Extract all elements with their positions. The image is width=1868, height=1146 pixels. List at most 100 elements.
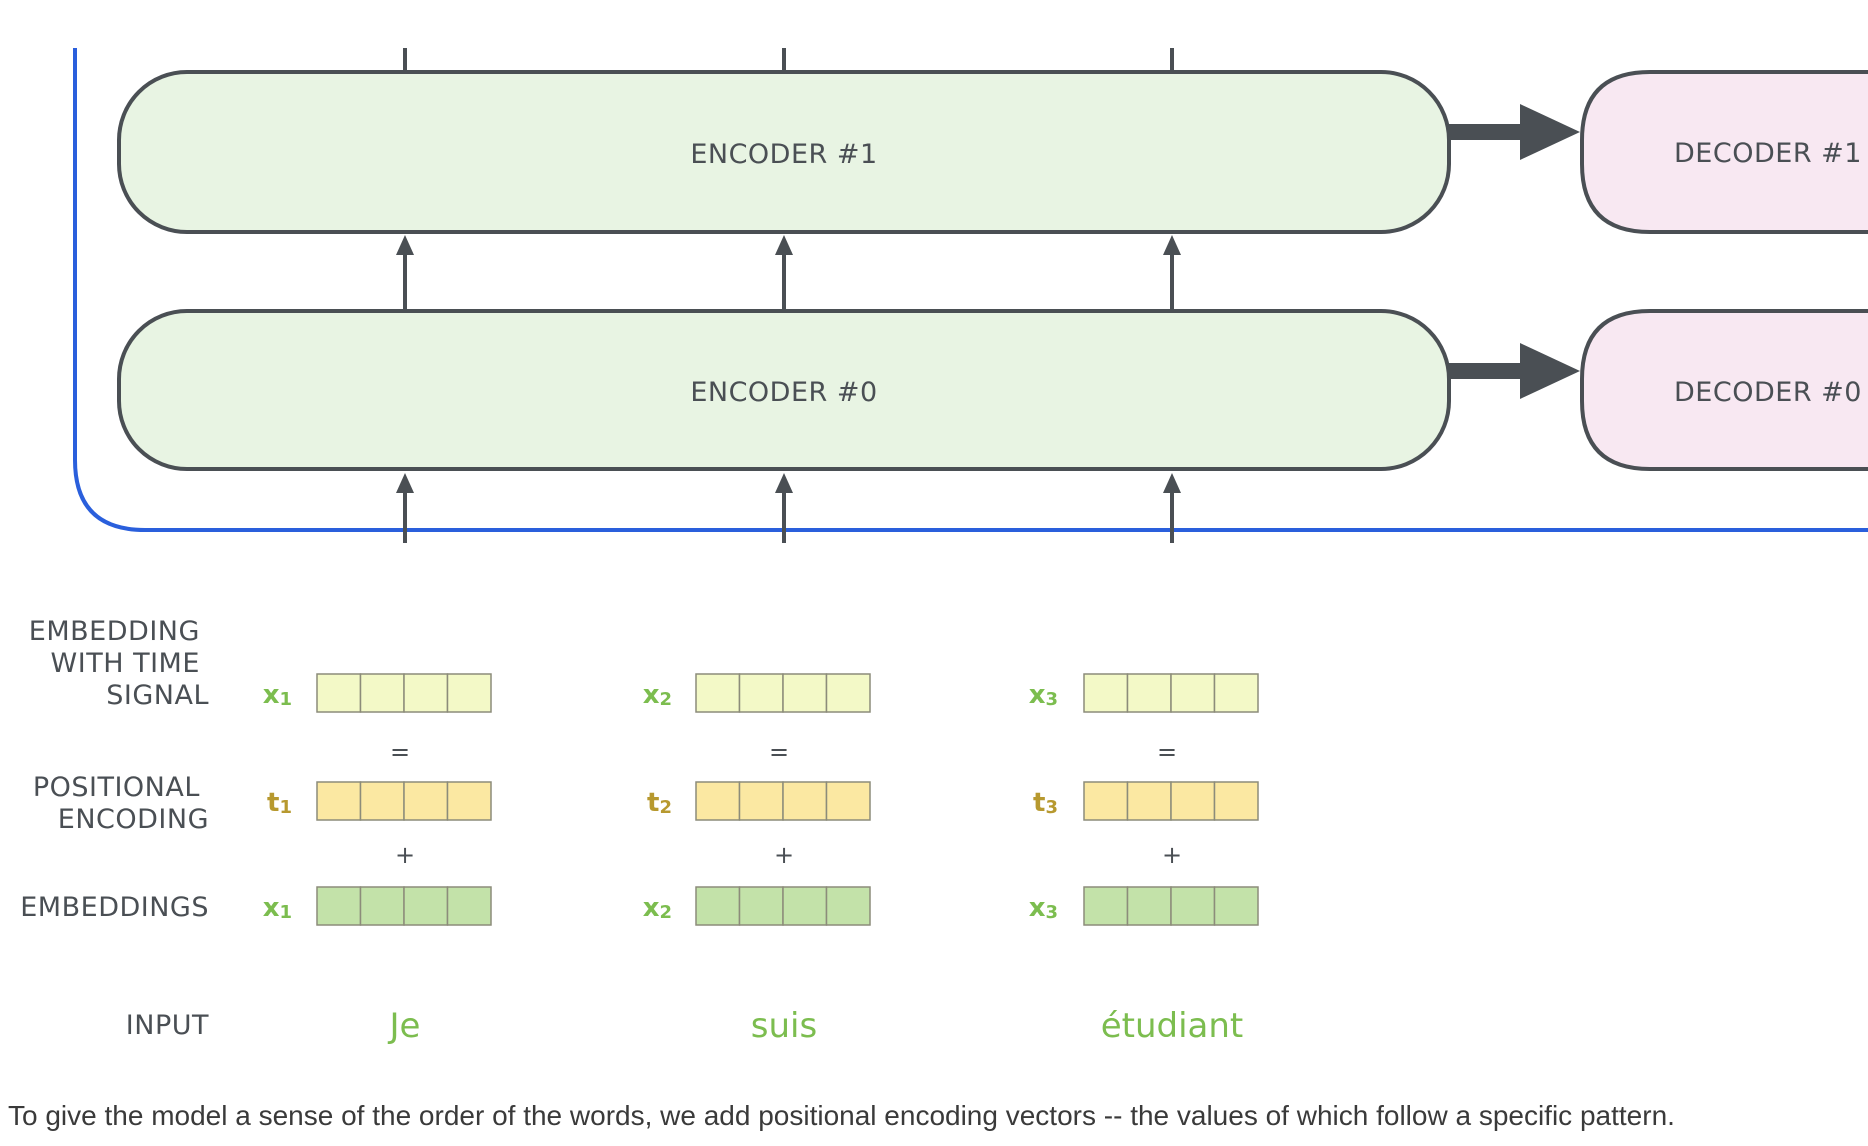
figure-caption: To give the model a sense of the order o… <box>8 1100 1675 1131</box>
time-vector-2: x2 <box>643 673 871 713</box>
vector-cell <box>403 886 449 926</box>
encoder-0: ENCODER #0 <box>117 309 1451 471</box>
encoder-0-label: ENCODER #0 <box>690 377 877 408</box>
vector-letter: x <box>1029 893 1046 923</box>
vector-cell <box>738 673 784 713</box>
encoder-stack-boundary <box>73 48 1868 532</box>
label-embeddings: EMBEDDINGS <box>20 892 209 923</box>
vector-subscript: 1 <box>279 797 292 818</box>
vector-cell <box>738 781 784 821</box>
vector-letter: x <box>263 680 280 710</box>
label-positional-encoding: POSITIONAL ENCODING <box>33 772 209 835</box>
vector-subscript: 3 <box>1045 689 1058 710</box>
vector-cell <box>1126 673 1172 713</box>
vector-subscript: 3 <box>1045 902 1058 923</box>
encoder-1: ENCODER #1 <box>117 70 1451 234</box>
vector-cell <box>403 673 449 713</box>
input-word-2: suis <box>751 1006 817 1046</box>
encoder-0-box <box>117 309 1451 471</box>
vector-cell <box>825 886 871 926</box>
vector-subscript: 3 <box>1045 797 1058 818</box>
vector-cell <box>782 886 828 926</box>
vector-cell <box>316 673 362 713</box>
vector-cell <box>403 781 449 821</box>
vector-letter: t <box>267 788 279 818</box>
pos-vector-label-3: t3 <box>1033 788 1058 818</box>
vector-cell <box>782 673 828 713</box>
time-vector-1: x1 <box>263 673 492 713</box>
vector-letter: t <box>1033 788 1045 818</box>
time-vector-label-1: x1 <box>263 680 292 710</box>
vector-subscript: 2 <box>659 689 672 710</box>
time-vector-3: x3 <box>1029 673 1259 713</box>
vector-cell <box>1126 781 1172 821</box>
encoder-1-label: ENCODER #1 <box>690 139 877 170</box>
decoder-0: DECODER #0 <box>1580 309 1868 471</box>
vector-cell <box>446 673 492 713</box>
emb-vector-label-1: x1 <box>263 893 292 923</box>
encoder-link-arrows <box>396 235 1181 309</box>
vector-cell <box>1083 886 1129 926</box>
vector-subscript: 2 <box>659 797 672 818</box>
plus-sign-1: + <box>395 841 415 869</box>
decoder-1-label: DECODER #1 <box>1674 138 1862 169</box>
time-vector-label-3: x3 <box>1029 680 1058 710</box>
pos-vector-label-2: t2 <box>647 788 672 818</box>
label-time-signal-line-3: SIGNAL <box>106 680 209 711</box>
vector-cell <box>1213 781 1259 821</box>
vector-cell <box>825 673 871 713</box>
vector-cell <box>1083 781 1129 821</box>
output-stubs <box>403 48 1174 70</box>
equals-sign-3: = <box>1157 738 1177 766</box>
time-vector-label-2: x2 <box>643 680 672 710</box>
pos-vector-2: t2 <box>647 781 871 821</box>
vector-cell <box>1213 673 1259 713</box>
emb-vector-label-2: x2 <box>643 893 672 923</box>
vector-cell <box>1213 886 1259 926</box>
vector-cell <box>446 781 492 821</box>
vector-cell <box>1126 886 1172 926</box>
pos-vector-3: t3 <box>1033 781 1259 821</box>
decoder-1: DECODER #1 <box>1580 70 1868 234</box>
label-time-signal-line-2: WITH TIME <box>51 648 200 679</box>
label-positional-line-2: ENCODING <box>58 804 209 835</box>
vector-letter: x <box>1029 680 1046 710</box>
plus-sign-2: + <box>774 841 794 869</box>
vector-letter: x <box>643 893 660 923</box>
decoder-0-label: DECODER #0 <box>1674 377 1862 408</box>
vector-cell <box>316 886 362 926</box>
vector-cell <box>359 886 405 926</box>
vector-cell <box>782 781 828 821</box>
emb-vector-label-3: x3 <box>1029 893 1058 923</box>
vector-cell <box>695 886 741 926</box>
vector-letter: x <box>263 893 280 923</box>
label-input: INPUT <box>126 1010 209 1041</box>
decoder-0-box <box>1580 309 1868 471</box>
decoder-1-box <box>1580 70 1868 234</box>
row-labels: EMBEDDING WITH TIME SIGNAL POSITIONAL EN… <box>20 616 209 1041</box>
emb-vector-3: x3 <box>1029 886 1259 926</box>
vector-cell <box>1083 673 1129 713</box>
vector-cell <box>1170 886 1216 926</box>
emb-vector-2: x2 <box>643 886 871 926</box>
input-word-3: étudiant <box>1101 1006 1244 1046</box>
label-embedding-with-time-signal: EMBEDDING WITH TIME SIGNAL <box>29 616 209 711</box>
vector-subscript: 1 <box>279 902 292 923</box>
vector-cell <box>825 781 871 821</box>
encoder-decoder-arrows <box>1449 104 1580 399</box>
vector-cell <box>695 781 741 821</box>
pos-vector-label-1: t1 <box>267 788 292 818</box>
vector-cell <box>359 781 405 821</box>
vector-cell <box>1170 673 1216 713</box>
encoder-1-box <box>117 70 1451 234</box>
vector-subscript: 1 <box>279 689 292 710</box>
label-time-signal-line-1: EMBEDDING <box>29 616 200 647</box>
vector-subscript: 2 <box>659 902 672 923</box>
vector-cell <box>738 886 784 926</box>
vector-cell <box>359 673 405 713</box>
input-word-1: Je <box>388 1006 421 1046</box>
